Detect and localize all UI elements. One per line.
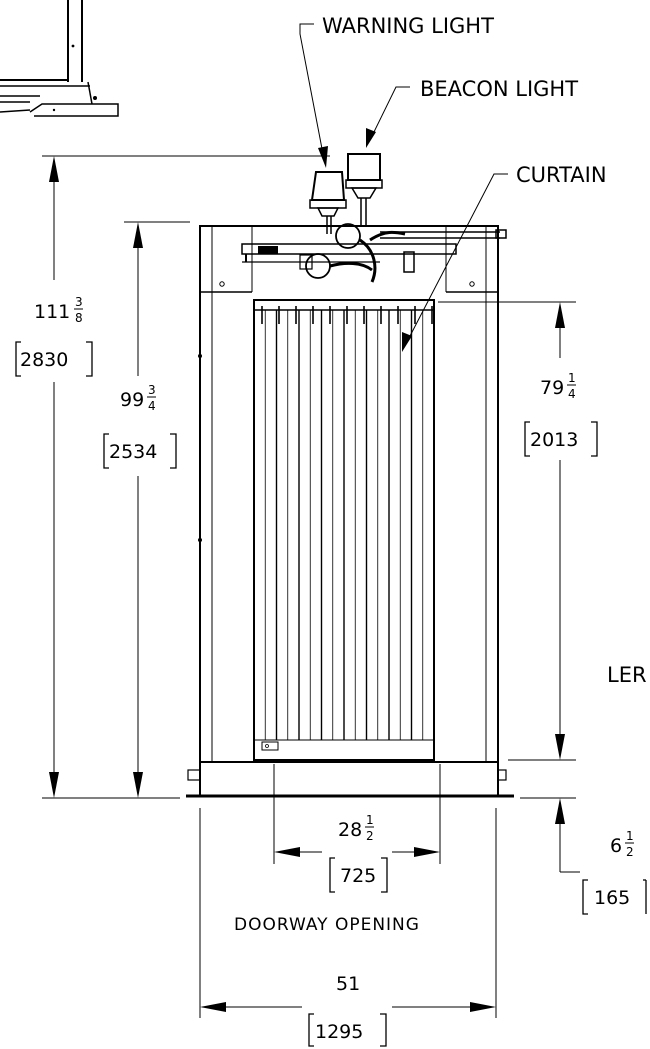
curtain-height-dimension: 79 1 4 2013 <box>524 371 598 457</box>
overall-width-dimension: 51 1295 <box>308 973 387 1047</box>
doorway-width-whole: 28 <box>338 819 362 841</box>
curtain-height-metric: 2013 <box>530 429 578 451</box>
leader-lines <box>299 23 508 352</box>
doorway-width-metric: 725 <box>340 865 376 887</box>
dimension-lines <box>42 155 580 1018</box>
overall-height-dimension: 111 3 8 2830 <box>15 295 93 377</box>
ler-fragment-label: LER <box>607 663 647 687</box>
doorway-opening-label: DOORWAY OPENING <box>234 915 420 935</box>
doorway-width-denominator: 2 <box>366 829 374 843</box>
doorway-width-dimension: 28 1 2 725 <box>329 813 388 893</box>
base-height-denominator: 2 <box>626 845 634 859</box>
base-height-whole: 6 <box>610 835 622 857</box>
overall-height-whole: 111 <box>34 301 70 323</box>
overall-width-metric: 1295 <box>315 1021 363 1043</box>
base-height-dimension: 6 1 2 165 <box>582 829 647 915</box>
base-height-numerator: 1 <box>626 829 634 843</box>
warning-light-label: WARNING LIGHT <box>322 14 494 38</box>
frame-height-denominator: 4 <box>148 399 156 413</box>
curtain-height-numerator: 1 <box>568 371 576 385</box>
door-base <box>186 761 514 798</box>
beacon-light <box>345 153 383 226</box>
beacon-light-label: BEACON LIGHT <box>420 77 578 101</box>
doorway-width-numerator: 1 <box>366 813 374 827</box>
curtain-height-whole: 79 <box>540 377 564 399</box>
overall-height-denominator: 8 <box>75 311 83 325</box>
adjacent-unit <box>0 0 119 117</box>
overall-width-whole: 51 <box>336 973 360 995</box>
frame-height-dimension: 99 3 4 2534 <box>103 383 177 469</box>
curtain-panel <box>253 299 435 761</box>
base-height-metric: 165 <box>594 887 630 909</box>
overall-height-numerator: 3 <box>75 295 83 309</box>
overall-height-metric: 2830 <box>20 349 68 371</box>
frame-height-metric: 2534 <box>109 441 157 463</box>
frame-height-whole: 99 <box>120 389 144 411</box>
top-mechanism <box>241 223 507 283</box>
warning-light <box>309 171 347 234</box>
door-frame <box>198 225 499 763</box>
curtain-label: CURTAIN <box>516 163 607 187</box>
frame-height-numerator: 3 <box>148 383 156 397</box>
curtain-height-denominator: 4 <box>568 387 576 401</box>
